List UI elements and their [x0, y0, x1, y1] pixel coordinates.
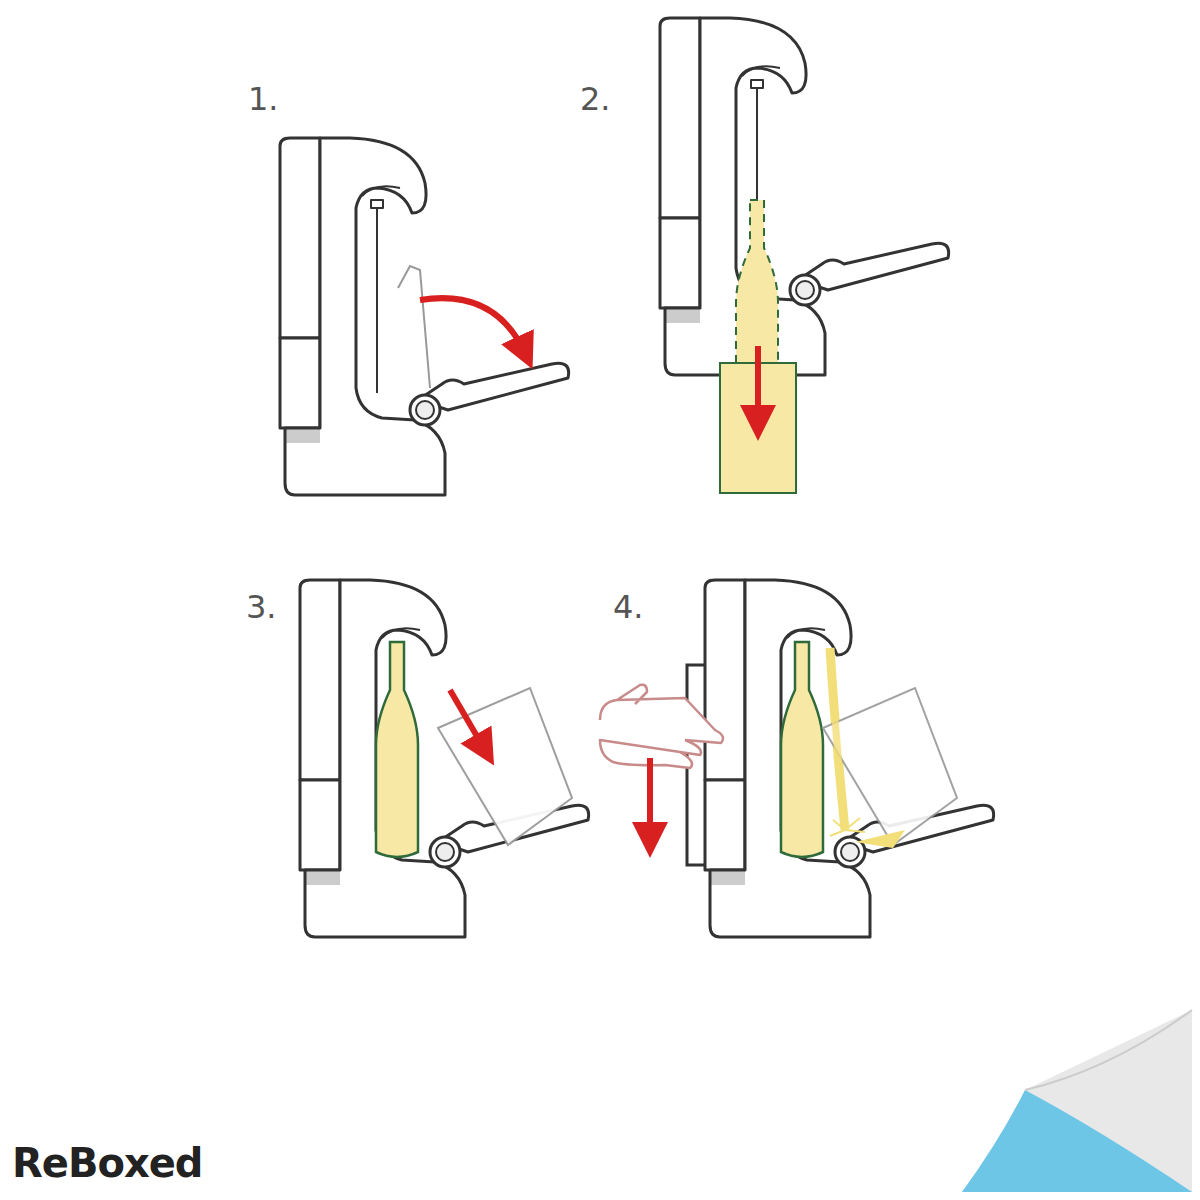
step-number: 2. [580, 80, 611, 118]
watermark: ReBoxed [12, 1140, 202, 1186]
step-number: 4. [613, 588, 644, 626]
step-number: 1. [248, 80, 279, 118]
step-number: 3. [246, 588, 277, 626]
